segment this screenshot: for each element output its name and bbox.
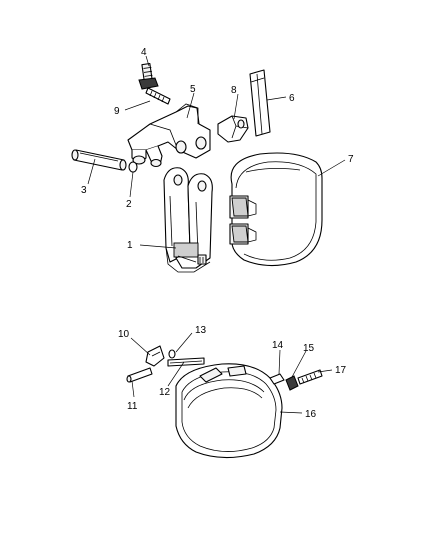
callout-9: 9 [114,106,120,117]
callout-1: 1 [127,240,133,251]
callout-4: 4 [141,47,147,58]
callout-12: 12 [159,387,171,398]
callout-17: 17 [335,365,347,376]
clip-part [145,345,165,367]
callout-14: 14 [272,340,284,351]
callout-5: 5 [190,84,196,95]
lower-band-part [175,363,283,459]
small-pin-part [126,367,153,383]
lever-part [127,103,211,168]
callout-13: 13 [195,325,207,336]
callout-3: 3 [81,185,87,196]
callout-6: 6 [289,93,295,104]
spring-tab-part [168,349,176,359]
leader-lines [87,55,346,414]
callout-7: 7 [348,154,354,165]
band-part [229,152,323,267]
strut-part [167,357,205,367]
anchor-part [217,115,249,143]
adjusting-screw-part [138,62,171,105]
link-assembly-part [163,167,213,273]
callout-8: 8 [231,85,237,96]
strap-plate-part [249,69,271,137]
band-end-block-part [269,373,285,385]
callout-16: 16 [305,409,317,420]
stud-part [297,369,323,385]
pivot-pin-part [71,149,127,171]
band-adjuster-part [285,375,299,391]
retaining-ring-part [128,161,138,173]
callout-11: 11 [127,401,138,412]
callout-15: 15 [303,343,315,354]
callout-2: 2 [126,199,132,210]
callout-labels: 4 9 5 8 6 7 2 3 1 10 11 13 12 14 15 17 1… [81,47,354,420]
callout-10: 10 [118,329,130,340]
